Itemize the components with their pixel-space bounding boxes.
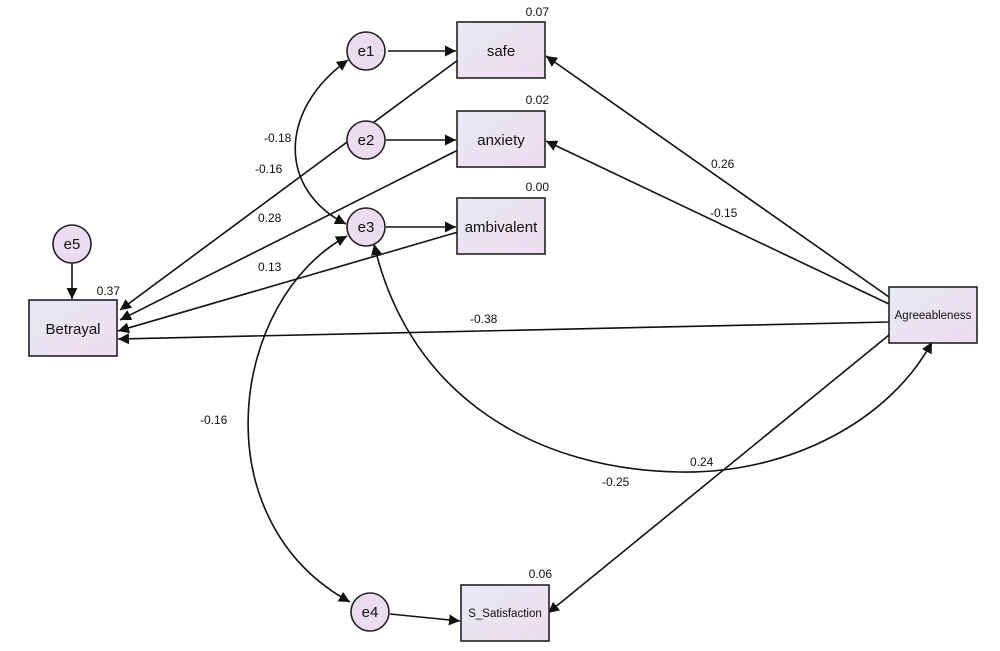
node-agreeableness-label: Agreeableness (895, 310, 972, 322)
node-betrayal: Betrayal (28, 299, 118, 357)
r2-anxiety: 0.02 (526, 93, 550, 107)
coef-anxiety-betrayal: 0.28 (258, 211, 282, 225)
node-s-satisfaction: S_Satisfaction (460, 584, 550, 642)
node-anxiety-label: anxiety (477, 132, 525, 149)
cov-e3-e4 (247, 235, 351, 603)
node-e4-label: e4 (362, 604, 379, 621)
coef-agree-safe: 0.26 (711, 157, 735, 171)
r2-s-satisfaction: 0.06 (529, 567, 553, 581)
edge-agree-safe (545, 55, 890, 298)
r2-ambivalent: 0.00 (526, 180, 550, 194)
edge-agree-betrayal (117, 321, 890, 345)
node-ambivalent-label: ambivalent (465, 219, 538, 236)
node-safe-label: safe (487, 43, 515, 60)
edge-anxiety-betrayal (119, 149, 459, 321)
node-e1: e1 (346, 31, 386, 71)
node-e2-label: e2 (358, 132, 375, 149)
node-anxiety: anxiety (456, 110, 546, 168)
cov-e1-e3 (294, 59, 349, 225)
node-e3: e3 (346, 207, 386, 247)
edge-e4-satisfaction (389, 613, 461, 626)
coef-agree-anxiety: -0.15 (710, 206, 738, 220)
node-e5-label: e5 (64, 236, 81, 253)
node-betrayal-label: Betrayal (45, 321, 100, 338)
node-s-satisfaction-label: S_Satisfaction (468, 608, 542, 620)
coef-agree-satisfaction: -0.25 (602, 475, 630, 489)
node-e1-label: e1 (358, 43, 375, 60)
edges (66, 45, 933, 626)
node-e5: e5 (52, 224, 92, 264)
cov-e3-agree (371, 243, 933, 473)
edge-safe-betrayal (119, 59, 459, 311)
edge-agree-satisfaction (547, 334, 890, 614)
coef-e3-e4: -0.16 (200, 413, 228, 427)
node-ambivalent: ambivalent (456, 197, 546, 255)
r2-safe: 0.07 (526, 5, 550, 19)
node-e2: e2 (346, 120, 386, 160)
coef-ambivalent-betrayal: 0.13 (258, 260, 282, 274)
coef-e3-agree: 0.24 (690, 455, 714, 469)
node-safe: safe (456, 21, 546, 79)
node-e4: e4 (350, 592, 390, 632)
coef-agree-betrayal: -0.38 (470, 312, 498, 326)
coefficients: 0.26 -0.15 -0.38 -0.25 -0.16 0.28 0.13 -… (200, 131, 738, 489)
coef-e1-e3: -0.18 (264, 131, 292, 145)
node-agreeableness: Agreeableness (888, 286, 978, 344)
edge-ambivalent-betrayal (117, 231, 459, 334)
r2-betrayal: 0.37 (97, 284, 121, 298)
coef-safe-betrayal: -0.16 (255, 162, 283, 176)
node-e3-label: e3 (358, 219, 375, 236)
